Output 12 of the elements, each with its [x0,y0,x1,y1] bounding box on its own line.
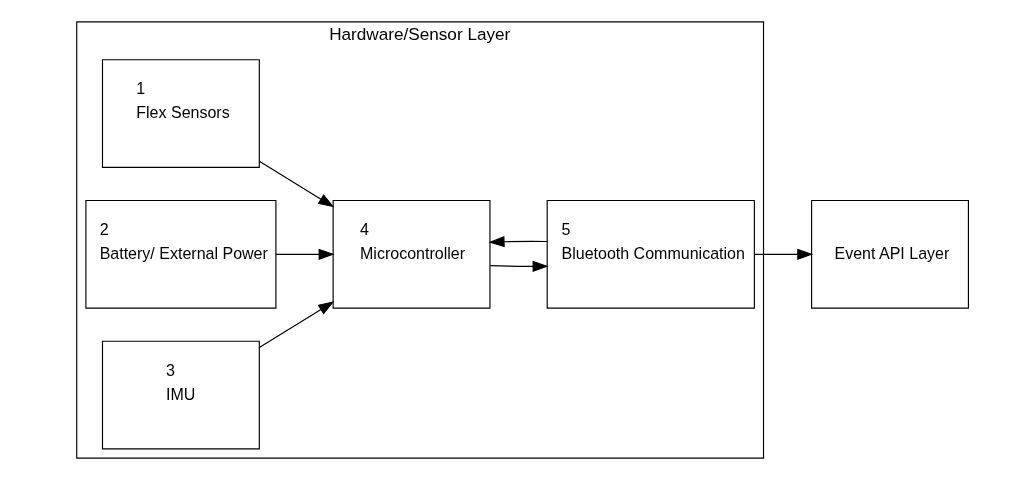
node-box: 1 Flex Sensors [101,59,260,168]
arrow [753,248,814,260]
node-box: 3 IMU [101,340,260,450]
arrow [488,236,548,248]
arrow [258,301,335,348]
node-box: 4 Microcontroller [332,199,491,309]
node-box: 2 Battery/ External Power [85,199,277,309]
arrow [275,248,335,260]
node-box: Event API Layer [811,199,969,309]
arrow [258,160,335,208]
arrow [489,260,549,272]
node-box: 5 Bluetooth Communication [546,199,755,309]
